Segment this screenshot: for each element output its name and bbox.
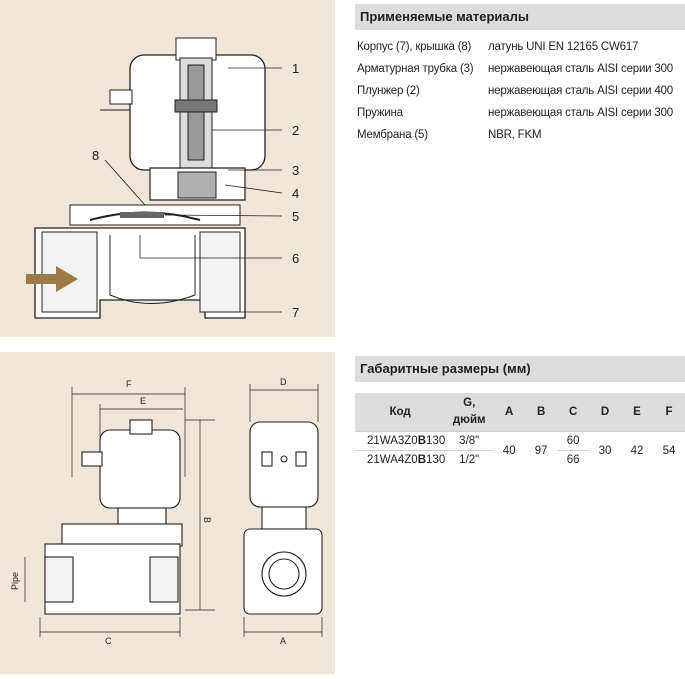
header-f: F [652,393,685,432]
row-1-code-pre: 21WA4Z0 [367,454,418,466]
callout-8: 8 [92,148,99,163]
header-d: D [589,393,622,432]
header-e: E [621,393,653,432]
dim-label-c: C [105,636,112,646]
dimensions-title: Габаритные размеры (мм) [360,361,531,376]
dimensions-header: Габаритные размеры (мм) [355,356,685,382]
dim-label-a: A [280,636,286,646]
callout-7: 7 [292,305,299,320]
callout-3: 3 [292,163,299,178]
cross-section-panel: 1 2 3 4 5 6 7 8 [0,0,335,337]
material-value-0: латунь UNI EN 12165 CW617 [488,41,639,53]
valve-dimension-drawing: F E B C D A Pipe [10,377,323,646]
dimensions-table: Код G, дюйм A B C D E F 21WA3Z0B130 3/8" … [355,393,685,469]
row-1-code: 21WA4Z0B130 [355,450,446,469]
row-1-c: 66 [557,450,590,469]
cell-e: 42 [621,431,653,469]
material-value-1: нержавеющая сталь AISI серии 300 [488,63,673,75]
material-value-3: нержавеющая сталь AISI серии 300 [488,107,673,119]
row-0-code-bold: B [417,435,427,447]
material-part-0: Корпус (7), крышка (8) [357,41,472,53]
row-0-code-post: 130 [426,435,446,447]
material-value-4: NBR, FKM [488,129,542,141]
callout-2: 2 [292,123,299,138]
cell-d: 30 [589,431,622,469]
callout-1: 1 [292,61,299,76]
header-a: A [493,393,526,432]
row-1-code-bold: B [417,454,427,466]
header-b: B [525,393,558,432]
material-part-3: Пружина [357,107,403,119]
row-0-g: 3/8" [445,431,494,451]
cell-f: 54 [652,431,685,469]
dim-label-e: E [140,396,146,406]
materials-title: Применяемые материалы [360,9,529,24]
cell-a: 40 [493,431,526,469]
dim-label-b: B [202,517,212,523]
header-c: C [557,393,590,432]
table-row: 21WA3Z0B130 3/8" 40 97 60 30 42 54 [355,431,685,469]
callout-4: 4 [292,186,299,201]
row-0-code: 21WA3Z0B130 [355,431,446,451]
header-g: G, дюйм [445,393,494,432]
header-g-line1: G, [463,397,476,409]
dim-label-d: D [280,377,287,387]
dim-label-f: F [126,379,132,389]
header-code: Код [355,393,446,432]
row-1-code-post: 130 [426,454,446,466]
table-row: 21WA4Z0B130 1/2" 66 [355,450,685,469]
valve-cross-section-drawing: 1 2 3 4 5 6 7 8 [26,37,299,320]
table-header-row: Код G, дюйм A B C D E F [355,393,685,432]
material-part-1: Арматурная трубка (3) [357,63,474,75]
material-value-2: нержавеющая сталь AISI серии 400 [488,85,673,97]
dimension-drawing-panel: F E B C D A Pipe [0,352,335,674]
header-g-line2: дюйм [452,414,486,426]
row-1-g: 1/2" [445,450,494,469]
materials-header: Применяемые материалы [355,4,685,30]
cell-b: 97 [525,431,558,469]
callout-5: 5 [292,209,299,224]
callout-6: 6 [292,251,299,266]
row-0-c: 60 [557,431,590,451]
dim-label-pipe: Pipe [10,572,20,590]
row-0-code-pre: 21WA3Z0 [367,435,418,447]
material-part-4: Мембрана (5) [357,129,428,141]
material-part-2: Плунжер (2) [357,85,420,97]
